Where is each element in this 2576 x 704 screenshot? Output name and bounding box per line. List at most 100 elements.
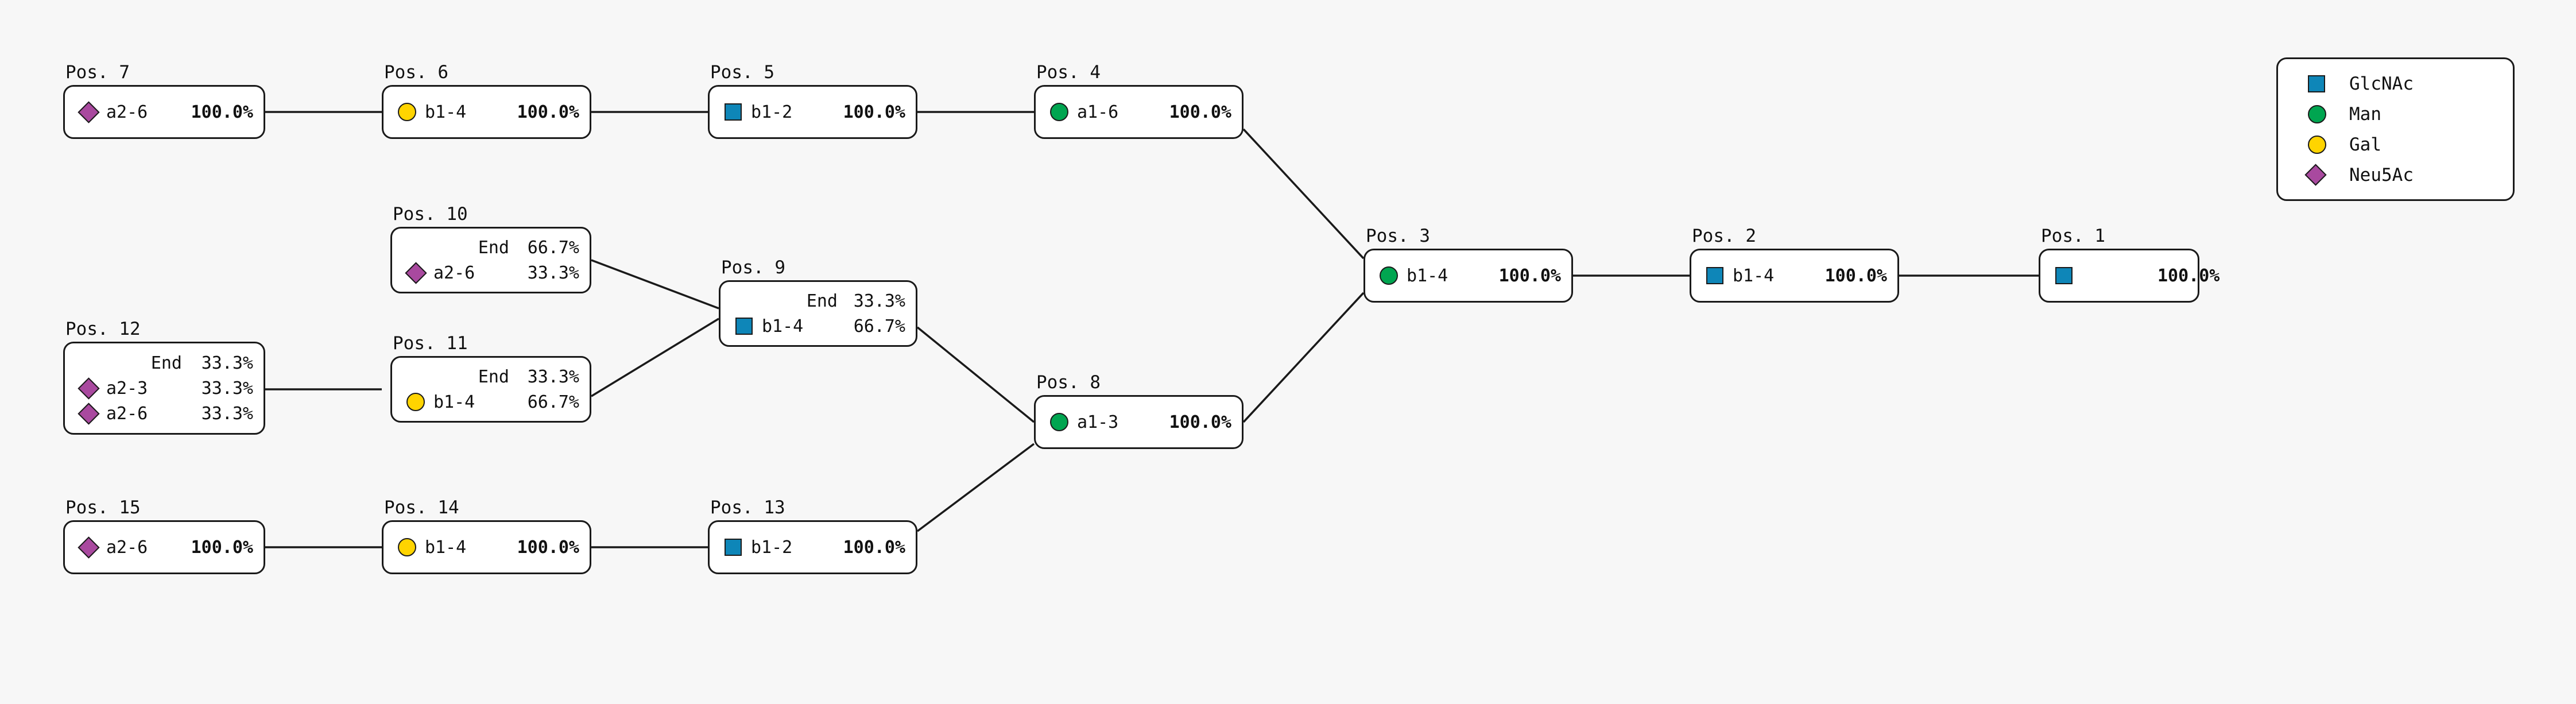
node-row: End 33.3%: [726, 288, 910, 314]
node-row: a2-6 100.0%: [71, 535, 258, 560]
no-icon: [398, 239, 433, 256]
edge-pos10-pos9: [591, 259, 719, 310]
linkage-label: b1-4: [425, 102, 467, 122]
square-icon: [1697, 267, 1733, 284]
linkage-label: b1-4: [425, 537, 467, 558]
node-label-pos8: Pos. 8: [1036, 372, 1101, 393]
legend-item-man: Man: [2291, 99, 2498, 129]
percent-value: 66.7%: [853, 316, 905, 336]
node-row: End 33.3%: [398, 364, 584, 389]
node-row: b1-4 66.7%: [398, 389, 584, 415]
percent-value: 33.3%: [527, 262, 579, 283]
percent-value: 33.3%: [853, 291, 905, 311]
node-pos10[interactable]: Pos. 10 End 66.7% a2-6 33.3%: [390, 206, 591, 293]
circle-icon: [1041, 103, 1077, 121]
linkage-label: b1-4: [1733, 265, 1775, 286]
node-box-pos12: End 33.3% a2-3 33.3% a2-6 33.3%: [63, 342, 265, 435]
node-label-pos13: Pos. 13: [710, 497, 785, 518]
percent-value: 100.0%: [1169, 412, 1231, 432]
percent-value: 100.0%: [1824, 265, 1887, 286]
node-row: b1-4 100.0%: [389, 99, 584, 125]
node-label-pos6: Pos. 6: [384, 62, 448, 83]
circle-icon: [1041, 413, 1077, 431]
node-pos5[interactable]: Pos. 5 b1-2 100.0%: [708, 64, 917, 139]
linkage-label: b1-4: [1407, 265, 1448, 286]
edge-pos9-pos8: [916, 326, 1035, 423]
linkage-label: b1-2: [751, 102, 793, 122]
percent-value: 100.0%: [517, 537, 579, 558]
node-row: b1-4 100.0%: [1697, 263, 1892, 288]
diamond-icon: [2291, 164, 2349, 186]
node-box-pos11: End 33.3% b1-4 66.7%: [390, 356, 591, 423]
no-icon: [398, 368, 433, 385]
node-row: b1-4 100.0%: [389, 535, 584, 560]
node-label-pos4: Pos. 4: [1036, 62, 1101, 83]
edge-pos13-pos8: [916, 443, 1035, 532]
edge-pos8-pos3: [1242, 292, 1365, 423]
diamond-icon: [71, 402, 106, 425]
node-pos12[interactable]: Pos. 12 End 33.3% a2-3 33.3% a2-6 33.3%: [63, 320, 265, 435]
node-row: a2-6 100.0%: [71, 99, 258, 125]
percent-value: 100.0%: [517, 102, 579, 122]
square-icon: [2291, 75, 2349, 92]
node-pos14[interactable]: Pos. 14 b1-4 100.0%: [382, 499, 591, 574]
percent-value: 100.0%: [843, 537, 905, 558]
node-label-pos10: Pos. 10: [393, 204, 468, 225]
node-row: 100.0%: [2046, 263, 2219, 288]
linkage-label: End: [478, 366, 509, 387]
node-box-pos8: a1-3 100.0%: [1034, 395, 1244, 449]
circle-icon: [1371, 266, 1407, 285]
node-pos4[interactable]: Pos. 4 a1-6 100.0%: [1034, 64, 1244, 139]
node-pos1[interactable]: Pos. 1 100.0%: [2039, 227, 2219, 303]
no-icon: [726, 292, 762, 310]
node-row: End 33.3%: [71, 350, 258, 376]
percent-value: 100.0%: [843, 102, 905, 122]
node-pos3[interactable]: Pos. 3 b1-4 100.0%: [1363, 227, 1573, 303]
linkage-label: a2-3: [106, 378, 148, 399]
node-pos6[interactable]: Pos. 6 b1-4 100.0%: [382, 64, 591, 139]
linkage-label: a2-6: [433, 262, 475, 283]
linkage-label: a1-6: [1077, 102, 1119, 122]
node-pos7[interactable]: Pos. 7 a2-6 100.0%: [63, 64, 265, 139]
node-pos8[interactable]: Pos. 8 a1-3 100.0%: [1034, 374, 1244, 449]
percent-value: 66.7%: [527, 237, 579, 258]
node-row: End 66.7%: [398, 235, 584, 260]
node-pos13[interactable]: Pos. 13 b1-2 100.0%: [708, 499, 917, 574]
node-box-pos3: b1-4 100.0%: [1363, 249, 1573, 303]
node-box-pos6: b1-4 100.0%: [382, 85, 591, 139]
square-icon: [715, 539, 751, 556]
node-label-pos2: Pos. 2: [1692, 226, 1756, 246]
node-pos2[interactable]: Pos. 2 b1-4 100.0%: [1690, 227, 1899, 303]
edge-pos4-pos3: [1242, 128, 1365, 260]
circle-icon: [389, 103, 425, 121]
node-box-pos14: b1-4 100.0%: [382, 520, 591, 574]
node-row: b1-2 100.0%: [715, 535, 910, 560]
node-row: a2-6 33.3%: [71, 401, 258, 426]
square-icon: [726, 318, 762, 335]
percent-value: 100.0%: [2157, 265, 2220, 286]
percent-value: 33.3%: [527, 366, 579, 387]
percent-value: 100.0%: [1169, 102, 1231, 122]
linkage-label: b1-4: [433, 392, 475, 412]
node-pos11[interactable]: Pos. 11 End 33.3% b1-4 66.7%: [390, 335, 591, 423]
legend-item-glcnac: GlcNAc: [2291, 68, 2498, 99]
node-row: a2-6 33.3%: [398, 260, 584, 285]
percent-value: 66.7%: [527, 392, 579, 412]
node-box-pos9: End 33.3% b1-4 66.7%: [719, 280, 917, 347]
no-icon: [71, 354, 106, 372]
linkage-label: a1-3: [1077, 412, 1119, 432]
node-label-pos12: Pos. 12: [65, 319, 141, 339]
node-label-pos11: Pos. 11: [393, 333, 468, 354]
node-box-pos15: a2-6 100.0%: [63, 520, 265, 574]
node-pos15[interactable]: Pos. 15 a2-6 100.0%: [63, 499, 265, 574]
node-row: a2-3 33.3%: [71, 376, 258, 401]
node-row: b1-4 66.7%: [726, 314, 910, 339]
node-row: b1-2 100.0%: [715, 99, 910, 125]
circle-icon: [2291, 135, 2349, 154]
linkage-label: a2-6: [106, 537, 148, 558]
linkage-label: b1-2: [751, 537, 793, 558]
node-pos9[interactable]: Pos. 9 End 33.3% b1-4 66.7%: [719, 259, 917, 347]
percent-value: 33.3%: [201, 403, 253, 424]
square-icon: [2046, 267, 2082, 284]
node-row: b1-4 100.0%: [1371, 263, 1566, 288]
